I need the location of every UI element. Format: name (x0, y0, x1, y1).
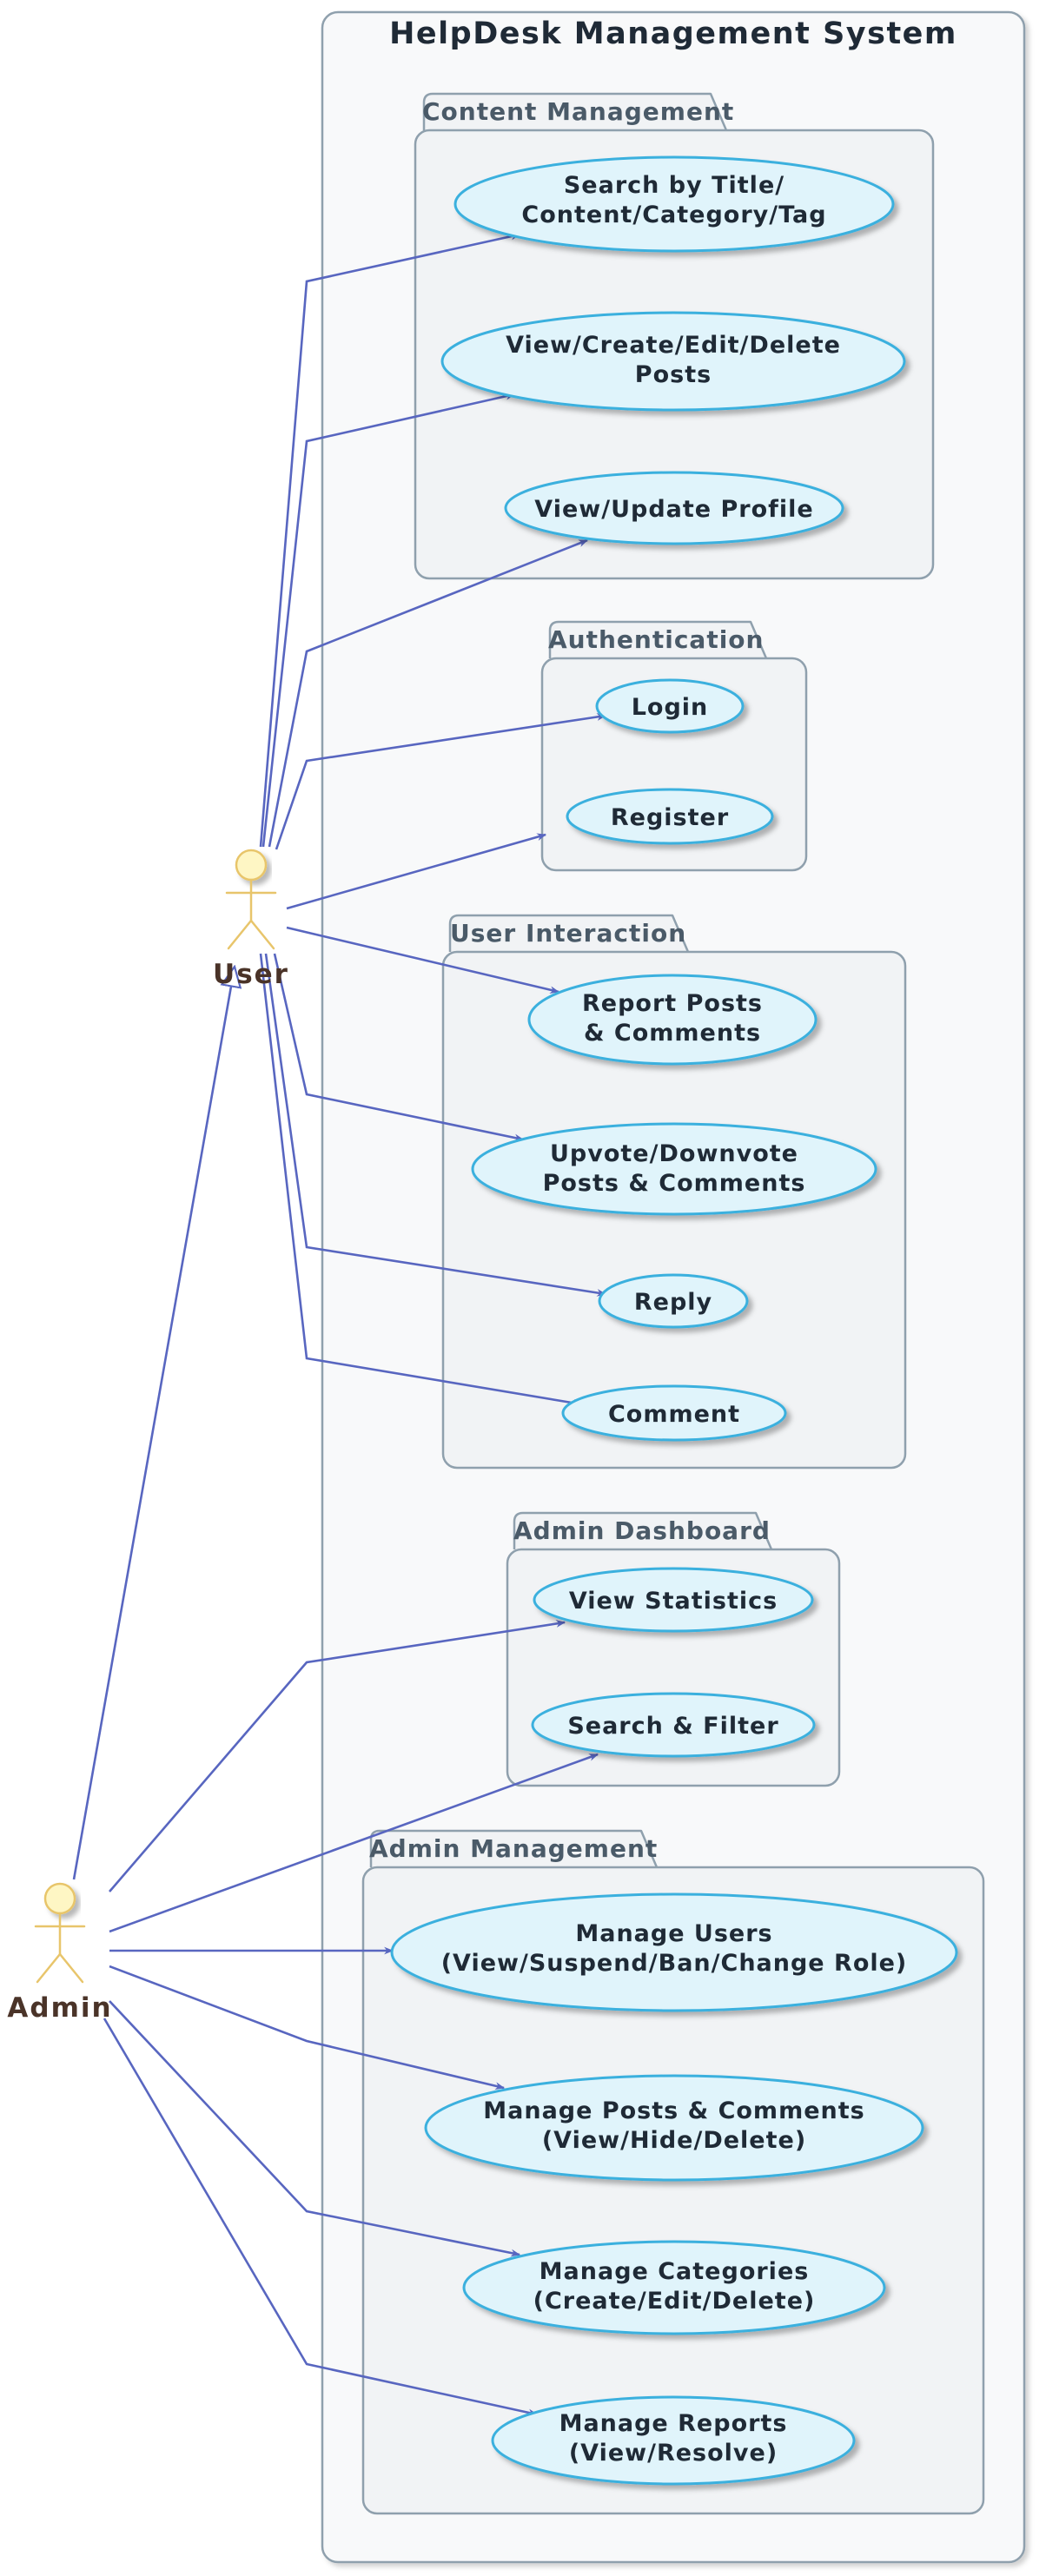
use-case-label: Report Posts (582, 990, 763, 1017)
user-associations (259, 232, 607, 1407)
use-case-report[interactable]: Report Posts & Comments (527, 974, 818, 1066)
actor-admin[interactable]: Admin (7, 1882, 112, 2024)
use-case-label: (View/Suspend/Ban/Change Role) (441, 1950, 908, 1977)
edge-user-profile (268, 538, 589, 848)
use-case-label: Search by Title/ (564, 172, 784, 199)
admin-associations (72, 967, 599, 2417)
use-case-label: Register (611, 804, 729, 831)
use-case-label: (View/Hide/Delete) (542, 2127, 806, 2154)
use-case-label: (View/Resolve) (569, 2440, 778, 2467)
edge-user-search (259, 232, 521, 848)
use-case-label: & Comments (584, 1020, 761, 1047)
use-case-search[interactable]: Search by Title/ Content/Category/Tag (453, 155, 895, 253)
use-case-posts[interactable]: View/Create/Edit/Delete Posts (440, 311, 906, 412)
system-title: HelpDesk Management System (389, 17, 957, 51)
use-case-stats[interactable]: View Statistics (533, 1567, 814, 1633)
use-case-label: Login (632, 694, 709, 721)
use-case-label: Reply (634, 1289, 712, 1316)
use-case-label: Posts & Comments (543, 1170, 806, 1197)
package-title: User Interaction (450, 919, 686, 948)
use-case-label: Search & Filter (567, 1713, 778, 1740)
use-case-label: View Statistics (569, 1588, 778, 1615)
actor-admin-label: Admin (7, 1992, 112, 2024)
use-case-label: Comment (608, 1401, 740, 1428)
use-case-label: Manage Posts & Comments (483, 2097, 864, 2124)
admin-actor-icon (34, 1882, 86, 1984)
edge-user-report (286, 926, 560, 994)
use-case-manage-categories[interactable]: Manage Categories (Create/Edit/Delete) (462, 2240, 886, 2335)
edge-user-reply (264, 953, 607, 1297)
edge-admin-filter (109, 1753, 599, 1933)
use-case-label: View/Update Profile (534, 496, 813, 523)
use-case-label: View/Create/Edit/Delete (506, 332, 841, 359)
use-case-manage-users[interactable]: Manage Users (View/Suspend/Ban/Change Ro… (390, 1892, 958, 2012)
edge-user-posts (262, 392, 516, 848)
edge-user-comment (259, 953, 584, 1407)
edge-admin-stats (109, 1620, 566, 1892)
user-actor-icon (225, 849, 277, 950)
use-case-label: Upvote/Downvote (550, 1140, 798, 1167)
edge-user-vote (273, 953, 525, 1142)
use-case-vote[interactable]: Upvote/Downvote Posts & Comments (471, 1122, 877, 1216)
use-case-reply[interactable]: Reply (598, 1273, 749, 1329)
use-case-label: Manage Users (575, 1920, 772, 1947)
use-case-label: Content/Category/Tag (521, 201, 826, 228)
package-title: Authentication (548, 625, 764, 654)
use-case-label: Manage Reports (559, 2410, 788, 2437)
actor-user-label: User (213, 959, 289, 990)
use-case-filter[interactable]: Search & Filter (531, 1692, 816, 1758)
edge-user-register (286, 833, 547, 910)
use-case-label: (Create/Edit/Delete) (533, 2288, 816, 2315)
edge-admin-reports (103, 2018, 539, 2417)
use-case-manage-posts[interactable]: Manage Posts & Comments (View/Hide/Delet… (424, 2074, 924, 2182)
actor-user[interactable]: User (213, 849, 289, 990)
edge-user-login (275, 713, 607, 850)
package-admin-management: Admin Management (361, 1829, 985, 2515)
package-title: Admin Management (369, 1834, 658, 1863)
edge-admin-generalizes-user (72, 967, 235, 1880)
edge-admin-categories (109, 2000, 521, 2257)
use-case-label: Manage Categories (540, 2258, 810, 2285)
use-case-profile[interactable]: View/Update Profile (504, 471, 844, 545)
use-case-login[interactable]: Login (595, 678, 745, 734)
package-title: Admin Dashboard (513, 1516, 771, 1545)
edge-admin-posts (109, 1965, 506, 2090)
package-title: Content Management (422, 97, 734, 126)
use-case-label: Posts (635, 361, 712, 388)
use-case-register[interactable]: Register (566, 788, 774, 845)
use-case-manage-reports[interactable]: Manage Reports (View/Resolve) (491, 2395, 856, 2486)
use-case-comment[interactable]: Comment (561, 1384, 787, 1442)
